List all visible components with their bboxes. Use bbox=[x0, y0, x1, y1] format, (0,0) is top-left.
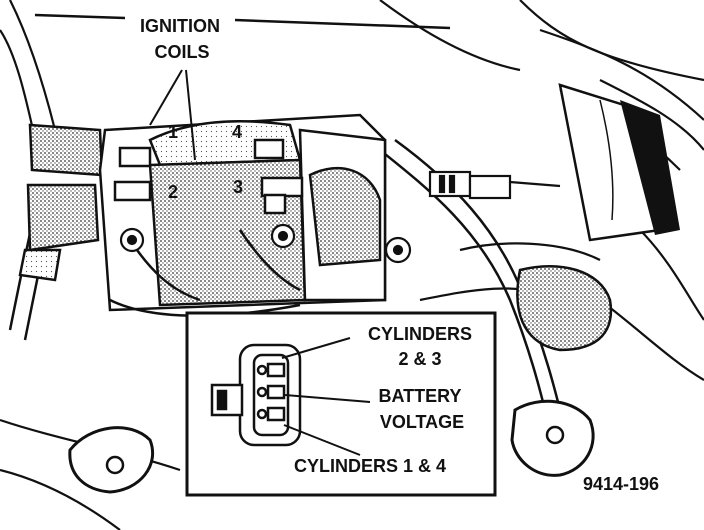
coil-number-4: 4 bbox=[232, 122, 242, 142]
air-duct bbox=[558, 83, 680, 242]
cylinders-1-4-label: CYLINDERS 1 & 4 bbox=[294, 456, 446, 476]
coil-number-2: 2 bbox=[168, 182, 178, 202]
coil-numbers: 1 4 2 3 bbox=[168, 122, 243, 202]
mounting-bolts bbox=[119, 223, 412, 264]
wiring-connector bbox=[428, 170, 561, 200]
battery-voltage-label-line1: BATTERY bbox=[379, 386, 462, 406]
left-coil-boots bbox=[18, 123, 104, 282]
ignition-coils-label-line2: COILS bbox=[154, 42, 209, 62]
cylinders-2-3-label-line1: CYLINDERS bbox=[368, 324, 472, 344]
ignition-coils-label-line1: IGNITION bbox=[140, 16, 220, 36]
right-boot bbox=[516, 265, 613, 352]
coil-number-3: 3 bbox=[233, 177, 243, 197]
figure-id: 9414-196 bbox=[583, 474, 659, 494]
cylinders-2-3-label-line2: 2 & 3 bbox=[398, 349, 441, 369]
coil-number-1: 1 bbox=[168, 122, 178, 142]
lower-caps bbox=[68, 399, 595, 494]
ignition-coils-callout: IGNITION COILS bbox=[34, 13, 451, 161]
inset-leaders bbox=[281, 337, 371, 456]
battery-voltage-label-line2: VOLTAGE bbox=[380, 412, 464, 432]
coil-pack bbox=[98, 113, 387, 317]
connector-plug bbox=[210, 343, 302, 447]
connector-inset: CYLINDERS 2 & 3 BATTERY VOLTAGE CYLINDER… bbox=[185, 311, 497, 497]
